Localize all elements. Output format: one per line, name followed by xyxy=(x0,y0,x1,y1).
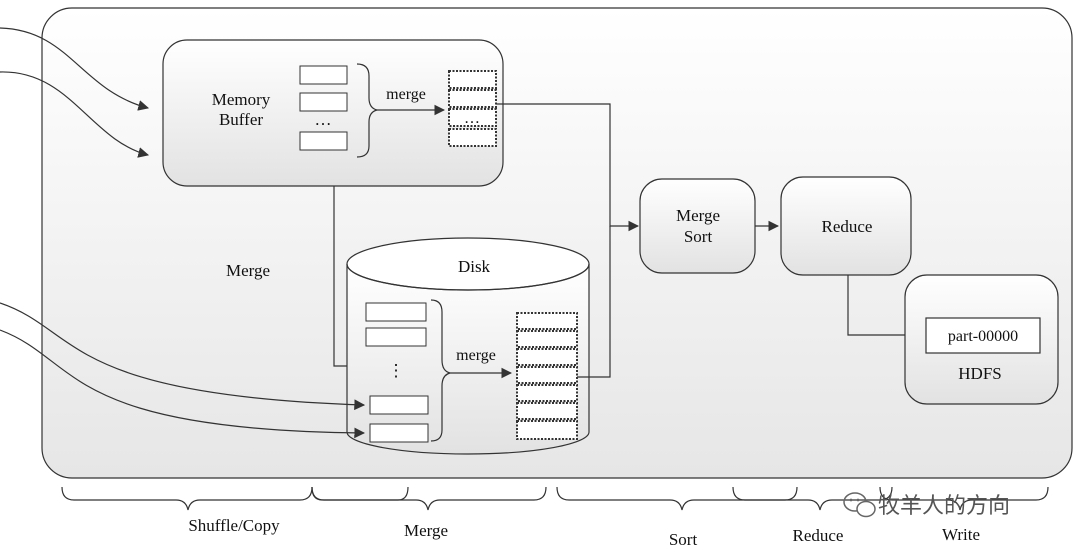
phase-label-shuffle-copy: Shuffle/Copy xyxy=(188,516,280,535)
merge-label-top: merge xyxy=(386,86,426,103)
memory-buffer-label-line2: Buffer xyxy=(219,110,263,129)
merged-segment xyxy=(448,108,497,127)
input-curve-1 xyxy=(0,27,150,111)
input-curve-2 xyxy=(0,71,150,158)
phase-label-merge: Merge xyxy=(404,521,448,540)
disk-merged-segment xyxy=(516,348,578,366)
buffer-segment xyxy=(299,131,348,151)
merge-side-label: Merge xyxy=(226,261,270,280)
disk-merged-segment xyxy=(516,366,578,384)
wechat-icon xyxy=(843,492,876,518)
merged-segment xyxy=(448,70,497,89)
reduce-to-hdfs-line xyxy=(847,275,924,341)
merge-sort-label-line2: Sort xyxy=(684,227,713,246)
disk-merged-segment xyxy=(516,330,578,348)
disk-ellipsis: ⋮ xyxy=(388,361,405,380)
phase-brace-shuffle-copy xyxy=(61,486,313,511)
merge-sort-box xyxy=(639,178,756,274)
reduce-box xyxy=(780,176,912,276)
merge-sort-label-line1: Merge xyxy=(676,206,720,225)
memory-to-mergesort-line xyxy=(496,103,640,232)
hdfs-file-box xyxy=(925,317,1041,354)
phase-brace-shuffle-inner xyxy=(311,486,409,501)
merged-ellipsis: … xyxy=(464,110,480,127)
watermark-text: 牧羊人的方向 xyxy=(878,494,1010,519)
phase-brace-sort xyxy=(556,486,798,511)
phase-label-sort: Sort xyxy=(669,530,698,549)
input-curve-4 xyxy=(0,329,366,439)
buffer-ellipsis: … xyxy=(315,110,332,129)
phase-label-write: Write xyxy=(942,525,980,544)
disk-cylinder-rim xyxy=(346,263,590,291)
phase-brace-write xyxy=(879,486,1049,511)
disk-segment xyxy=(365,327,427,347)
phase-label-reduce: Reduce xyxy=(793,526,844,545)
reduce-box-label: Reduce xyxy=(822,217,873,236)
hdfs-label: HDFS xyxy=(958,364,1001,383)
disk-segment xyxy=(369,423,429,443)
disk-to-mergesort-line xyxy=(577,226,611,378)
hdfs-file-label: part-00000 xyxy=(948,328,1018,345)
watermark: 牧羊人的方向 xyxy=(843,492,1010,519)
disk-merged-segment xyxy=(516,312,578,330)
merged-segment xyxy=(448,89,497,108)
disk-segment xyxy=(369,395,429,415)
memory-buffer-box xyxy=(162,39,504,187)
memory-buffer-label-line1: Memory xyxy=(212,90,271,109)
disk-merged-segment xyxy=(516,420,578,440)
buffer-segment xyxy=(299,92,348,112)
merge-label-disk: merge xyxy=(456,347,496,364)
input-curve-3 xyxy=(0,302,366,411)
phase-brace-merge xyxy=(311,486,547,511)
disk-segment xyxy=(365,302,427,322)
disk-title: Disk xyxy=(458,257,491,276)
disk-merged-segment xyxy=(516,402,578,420)
merged-segment xyxy=(448,128,497,147)
disk-merged-segment xyxy=(516,384,578,402)
buffer-segment xyxy=(299,65,348,85)
